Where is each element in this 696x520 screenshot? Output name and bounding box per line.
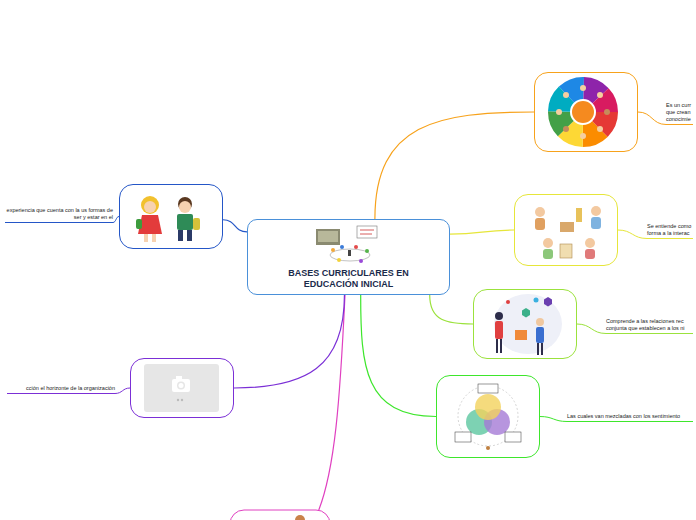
image-topic: experiencia que cuenta con la us formas … (119, 184, 223, 249)
image-box (230, 510, 330, 520)
venn-picture (455, 384, 521, 450)
topic-text: Es un curr que crean conocimie (666, 102, 693, 125)
image-topic: Las cuales van mezcladas con los sentimi… (436, 375, 540, 458)
central-topic: BASES CURRICULARES EN EDUCACIÓN INICIAL (247, 219, 450, 295)
image-topic: Comprende a las relaciones rec conjunta … (473, 289, 577, 359)
map-title: BASES CURRICULARES EN EDUCACIÓN INICIAL (285, 268, 413, 290)
leader-line (540, 417, 567, 422)
branch-connector (430, 295, 473, 324)
topic-text: Se entiende como forma a la interac (647, 223, 693, 239)
topic-text: cción el horizonte de la organización (7, 385, 115, 394)
classroom-picture (316, 226, 377, 263)
people-picture (494, 294, 562, 355)
leader-line (638, 112, 666, 125)
leader-line (618, 230, 647, 239)
topic-text: Comprende a las relaciones rec conjunta … (606, 318, 693, 334)
image-placeholder (144, 364, 219, 412)
branch-connector (450, 230, 514, 234)
branch-connector (223, 220, 247, 232)
leader-line (115, 388, 130, 394)
topic-text: Las cuales van mezcladas con los sentimi… (567, 413, 693, 422)
color-wheel (549, 78, 617, 146)
kids-picture (136, 196, 200, 242)
branch-connector (234, 295, 344, 388)
image-topic: Es un curr que crean conocimie (534, 72, 638, 152)
branch-connector (375, 112, 534, 219)
image-topic: cción el horizonte de la organización (130, 358, 234, 418)
children-picture (535, 206, 601, 259)
leader-line (577, 324, 606, 334)
head-icon (295, 515, 305, 520)
image-topic: Se entiende como forma a la interac (514, 194, 618, 266)
branch-connector (361, 295, 436, 417)
topic-text: experiencia que cuenta con la us formas … (5, 207, 113, 223)
